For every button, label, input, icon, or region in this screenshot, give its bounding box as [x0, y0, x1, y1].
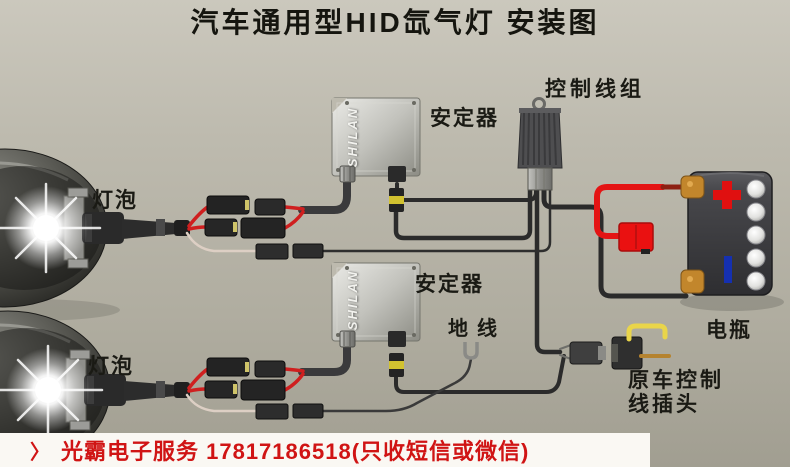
label-bulb-top: 灯泡: [92, 189, 138, 212]
wire-thin-pink-bottom: [185, 393, 258, 413]
page-title: 汽车通用型HID氙气灯 安装图: [190, 7, 600, 38]
wire-battery-positive-red: [594, 184, 666, 239]
headlamp-bottom: [0, 310, 190, 467]
label-oem-plug: 原车控制 线插头: [628, 369, 724, 417]
ballast-box: [331, 262, 421, 342]
ballast-box: [331, 97, 421, 177]
label-bulb-bottom: 灯泡: [88, 355, 134, 378]
battery-terminal-positive: [680, 175, 705, 199]
bulb-glow: [0, 344, 104, 436]
bulb-base: [84, 374, 126, 406]
ground-fork-terminal: [463, 342, 479, 360]
bulb-base: [82, 212, 124, 244]
connectors-top-group: [204, 195, 324, 260]
contact-banner: 〉 光霸电子服务 17817186518(只收短信或微信): [0, 433, 650, 467]
bulb-cable: [122, 219, 176, 239]
wire-harness-to-ballast-top-port: [395, 182, 538, 202]
wire-yellow: [626, 323, 668, 342]
wire-harness-to-ballast-top-igniter: [393, 187, 533, 241]
label-ballast-bottom: 安定器: [415, 273, 484, 296]
label-battery: 电瓶: [706, 319, 752, 342]
label-ballast-top: 安定器: [430, 107, 499, 130]
ballast-bottom-brand: SHILAN: [344, 269, 360, 331]
mounting-eyelet: [532, 97, 546, 111]
banner-text: 光霸电子服务 17817186518(只收短信或微信): [61, 439, 530, 464]
wiring: [185, 170, 689, 413]
connectors-bottom-group: [204, 357, 324, 420]
battery-minus-symbol: [724, 256, 732, 283]
ballast-bottom: [331, 262, 421, 377]
ballast-top-cable: [298, 170, 351, 214]
wire-ballast-bottom-igniter: [394, 354, 566, 394]
bulb-cable: [124, 381, 176, 401]
wire-harness-to-oem-plug: [534, 187, 563, 355]
label-control-harness: 控制线组: [545, 78, 645, 101]
wire-thin-pink-top: [185, 231, 258, 253]
wire-harness-to-battery-negative: [541, 187, 689, 299]
ballast-port: [388, 166, 406, 182]
wire-ground: [321, 357, 473, 413]
wire-thin-top: [322, 188, 552, 253]
label-oem-plug-line1: 原车控制: [628, 369, 724, 392]
ballast-top: [331, 97, 421, 212]
fuse-holder: [618, 222, 654, 254]
control-relay: [517, 97, 563, 191]
label-oem-plug-line2: 线插头: [628, 393, 700, 417]
ballast-port: [388, 331, 406, 347]
ballast-top-brand: SHILAN: [344, 106, 360, 168]
oem-plug: [569, 323, 671, 370]
relay-collar: [527, 167, 553, 191]
banner-arrow-icon: 〉: [30, 441, 51, 464]
headlamp-top: [0, 148, 190, 308]
battery: [680, 171, 773, 296]
battery-caps: [746, 179, 766, 291]
ballast-bottom-cable: [298, 334, 351, 376]
label-ground-wire: 地线: [448, 318, 506, 340]
battery-plus-symbol: [713, 181, 741, 209]
bulb-glow: [0, 182, 102, 274]
battery-terminal-negative: [680, 269, 705, 294]
